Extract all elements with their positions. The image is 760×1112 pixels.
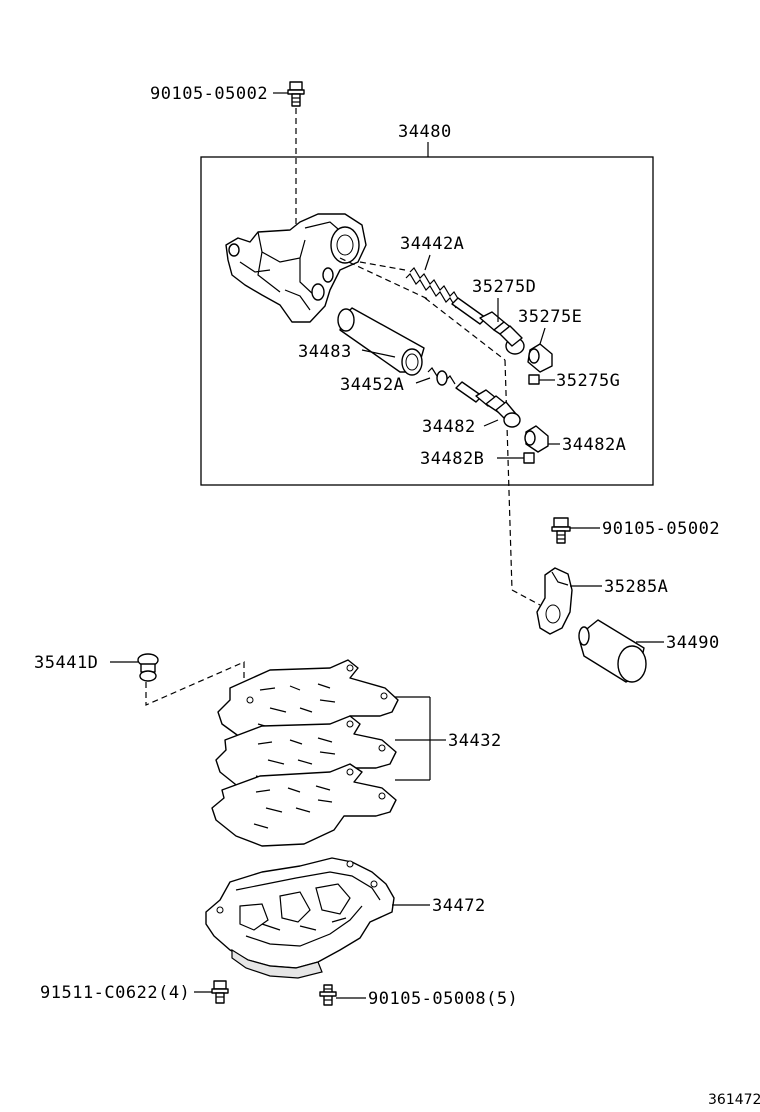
- label-body-34472: 34472: [432, 896, 486, 916]
- label-retainer-35275g: 35275G: [556, 371, 620, 391]
- leader-line: [483, 419, 499, 427]
- dash-line: [359, 261, 406, 271]
- bracket-35285a-icon: [536, 567, 573, 635]
- bracket-leader-34432: [395, 696, 446, 781]
- valve-34482-icon: [455, 381, 521, 428]
- label-bolt-90105-05008: 90105-05008(5): [368, 989, 518, 1009]
- sleeve-34483-icon: [337, 307, 425, 376]
- label-assembly: 34480: [398, 122, 452, 142]
- label-plug-34482a: 34482A: [562, 435, 626, 455]
- retainer-34482b-icon: [523, 452, 535, 464]
- leader-line: [361, 349, 396, 358]
- valve-35275d-icon: [451, 297, 525, 355]
- leader-line: [415, 377, 431, 384]
- valve-body-housing-icon: [225, 213, 367, 323]
- check-ball-35441d-icon: [137, 653, 159, 682]
- bolt-90105-05008-icon: [319, 984, 337, 1006]
- label-check-ball-35441d: 35441D: [34, 653, 98, 673]
- dash-line: [339, 257, 431, 301]
- plug-35275e-icon: [527, 343, 553, 373]
- label-gaskets-34432: 34432: [448, 731, 502, 751]
- label-retainer-34482b: 34482B: [420, 449, 484, 469]
- label-bolt-91511: 91511-C0622(4): [40, 983, 190, 1003]
- label-bracket-35285a: 35285A: [604, 577, 668, 597]
- label-spring-34452a: 34452A: [340, 375, 404, 395]
- dash-line: [511, 589, 541, 606]
- assembly-box: [200, 156, 654, 486]
- label-valve-34482: 34482: [422, 417, 476, 437]
- dash-line: [504, 359, 513, 591]
- label-solenoid-34490: 34490: [666, 633, 720, 653]
- label-plug-35275e: 35275E: [518, 307, 582, 327]
- diagram-number: 361472: [708, 1092, 760, 1108]
- bolt-mid-icon: [551, 517, 571, 544]
- gasket-plate-3-icon: [211, 763, 397, 847]
- retainer-35275g-icon: [528, 374, 540, 385]
- label-spring-34442a: 34442A: [400, 234, 464, 254]
- leader-line: [424, 254, 431, 271]
- label-bolt-top: 90105-05002: [150, 84, 268, 104]
- label-valve-35275d: 35275D: [472, 277, 536, 297]
- solenoid-34490-icon: [578, 619, 647, 683]
- bolt-top-icon: [287, 81, 305, 107]
- bolt-91511-icon: [211, 980, 229, 1004]
- dash-line: [424, 297, 506, 361]
- leader-line: [539, 327, 546, 345]
- spring-34452a-icon: [427, 367, 456, 386]
- lower-valve-body-34472-icon: [205, 857, 395, 979]
- label-sleeve-34483: 34483: [298, 342, 352, 362]
- spring-34442a-icon: [405, 267, 461, 309]
- plug-34482a-icon: [524, 425, 549, 453]
- label-bolt-mid: 90105-05002: [602, 519, 720, 539]
